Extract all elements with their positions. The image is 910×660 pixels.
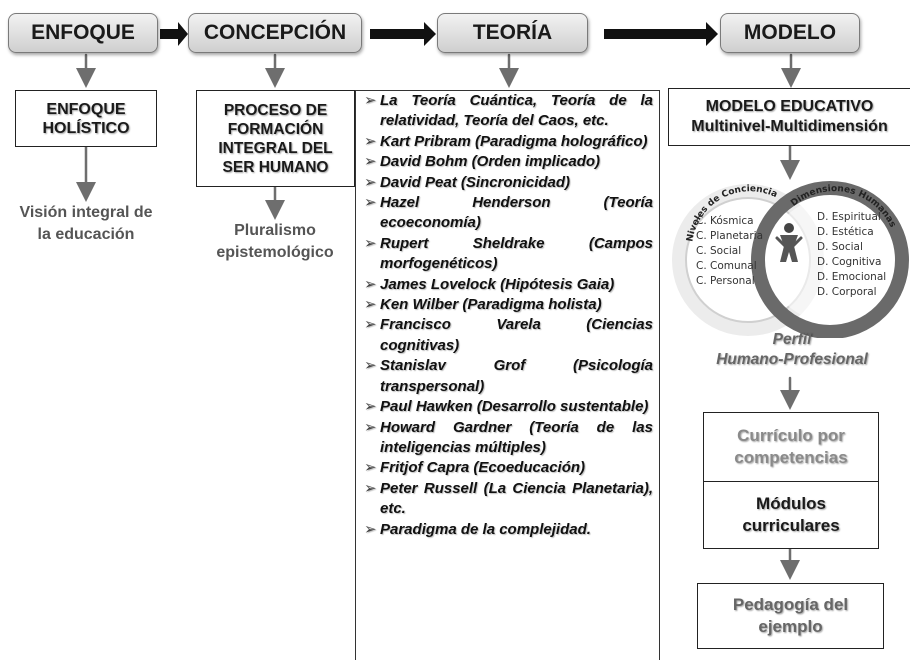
theory-item: ➢Ken Wilber (Paradigma holista) — [364, 295, 653, 315]
theory-text: Paradigma de la complejidad. — [380, 520, 591, 538]
pedagogia-box: Pedagogía del ejemplo — [697, 583, 884, 649]
theory-text: David Peat (Sincronicidad) — [380, 173, 571, 191]
theory-text: Howard Gardner (Teoría de las inteligenc… — [380, 418, 653, 456]
perfil-label: Perfil Humano-Profesional — [716, 331, 868, 368]
enfoque-holistico-box: ENFOQUE HOLÍSTICO — [15, 90, 157, 147]
theory-item: ➢David Peat (Sincronicidad) — [364, 173, 653, 193]
dimension-item: D. Espiritual — [817, 211, 881, 223]
concepcion-caption: Pluralismo epistemológico — [216, 222, 334, 261]
concepcion-box: PROCESO DE FORMACIÓN INTEGRAL DEL SER HU… — [196, 90, 355, 187]
theory-item: ➢Rupert Sheldrake (Campos morfogenéticos… — [364, 234, 653, 275]
theory-item: ➢Peter Russell (La Ciencia Planetaria), … — [364, 479, 653, 520]
arrow-bullet-icon: ➢ — [364, 234, 377, 252]
header-arrows — [160, 22, 718, 46]
nivel-item: C. Kósmica — [696, 215, 754, 227]
dimension-item: D. Emocional — [817, 271, 886, 283]
theory-item: ➢Fritjof Capra (Ecoeducación) — [364, 458, 653, 478]
theory-text: Kart Pribram (Paradigma holográfico) — [380, 132, 648, 150]
arrow-bullet-icon: ➢ — [364, 194, 377, 212]
theory-text: Francisco Varela (Ciencias cognitivas) — [380, 316, 653, 354]
header-concepcion: CONCEPCIÓN — [188, 13, 362, 53]
human-figure-icon — [775, 223, 803, 262]
dimensiones-circle-ring — [751, 181, 909, 338]
theory-item: ➢Howard Gardner (Teoría de las inteligen… — [364, 418, 653, 459]
arrow-bullet-icon: ➢ — [364, 398, 377, 416]
theory-text: Stanislav Grof (Psicología transpersonal… — [380, 357, 653, 395]
arrow-bullet-icon: ➢ — [364, 357, 377, 375]
theory-item: ➢Paul Hawken (Desarrollo sustentable) — [364, 397, 653, 417]
dimension-item: D. Social — [817, 241, 863, 253]
modulos-box: Módulos curriculares — [703, 481, 879, 549]
nivel-item: C. Personal — [696, 275, 755, 287]
theory-item: ➢Stanislav Grof (Psicología transpersona… — [364, 356, 653, 397]
theory-text: Hazel Henderson (Teoría ecoeconomía) — [380, 194, 653, 232]
theory-text: David Bohm (Orden implicado) — [380, 153, 601, 171]
theory-text: Ken Wilber (Paradigma holista) — [380, 296, 602, 314]
nivel-item: C. Planetaria — [696, 230, 763, 242]
theory-text: James Lovelock (Hipótesis Gaia) — [380, 275, 615, 293]
theory-text: Rupert Sheldrake (Campos morfogenéticos) — [380, 234, 653, 273]
theory-panel: ➢La Teoría Cuántica, Teoría de la relati… — [355, 90, 660, 660]
dimensiones-list: D. Espiritual D. Estética D. Social D. Cogn… — [817, 211, 886, 298]
arrow-bullet-icon: ➢ — [364, 275, 377, 293]
arrow-bullet-icon: ➢ — [364, 296, 377, 314]
arrow-bullet-icon: ➢ — [364, 418, 377, 436]
arrow-bullet-icon: ➢ — [364, 153, 377, 171]
niveles-list: C. Kósmica C. Planetaria C. Social C. Comun… — [696, 215, 763, 287]
theory-text: Paul Hawken (Desarrollo sustentable) — [380, 398, 649, 416]
nivel-item: C. Social — [696, 245, 741, 257]
theory-text: Fritjof Capra (Ecoeducación) — [380, 459, 586, 477]
arrow-bullet-icon: ➢ — [364, 520, 377, 538]
theory-item: ➢La Teoría Cuántica, Teoría de la relati… — [364, 91, 653, 132]
enfoque-caption: Visión integral de la educación — [19, 204, 153, 243]
header-enfoque: ENFOQUE — [8, 13, 158, 53]
arrow-bullet-icon: ➢ — [364, 316, 377, 334]
arrow-bullet-icon: ➢ — [364, 173, 377, 191]
curriculo-box: Currículo por competencias — [703, 412, 879, 482]
dimension-item: D. Cognitiva — [817, 256, 881, 268]
modelo-subtitle: Multinivel-Multidimensión — [691, 118, 888, 135]
theory-item: ➢Kart Pribram (Paradigma holográfico) — [364, 132, 653, 152]
theory-item: ➢James Lovelock (Hipótesis Gaia) — [364, 275, 653, 295]
conciencia-dimensiones-diagram: Niveles de Conciencia Dimensiones Humana… — [672, 181, 909, 338]
header-modelo: MODELO — [720, 13, 860, 53]
theory-item: ➢David Bohm (Orden implicado) — [364, 152, 653, 172]
theory-item: ➢Hazel Henderson (Teoría ecoeconomía) — [364, 193, 653, 234]
theory-item: ➢Francisco Varela (Ciencias cognitivas) — [364, 315, 653, 356]
dimensiones-circle-inner — [768, 198, 892, 322]
modelo-title: MODELO EDUCATIVO — [705, 98, 874, 115]
arrow-bullet-icon: ➢ — [364, 132, 377, 150]
theory-item: ➢Paradigma de la complejidad. — [364, 520, 653, 540]
arrow-bullet-icon: ➢ — [364, 479, 377, 497]
dimension-item: D. Estética — [817, 226, 874, 238]
header-teoria: TEORÍA — [437, 13, 588, 53]
theory-text: La Teoría Cuántica, Teoría de la relativ… — [380, 92, 653, 130]
arrow-bullet-icon: ➢ — [364, 92, 377, 109]
dimension-item: D. Corporal — [817, 286, 877, 298]
arrow-bullet-icon: ➢ — [364, 459, 377, 477]
nivel-item: C. Comunal — [696, 260, 757, 272]
modelo-educativo-box: MODELO EDUCATIVO Multinivel-Multidimensi… — [668, 88, 910, 146]
theory-text: Peter Russell (La Ciencia Planetaria), e… — [380, 479, 653, 518]
theory-list: ➢La Teoría Cuántica, Teoría de la relati… — [356, 91, 659, 540]
